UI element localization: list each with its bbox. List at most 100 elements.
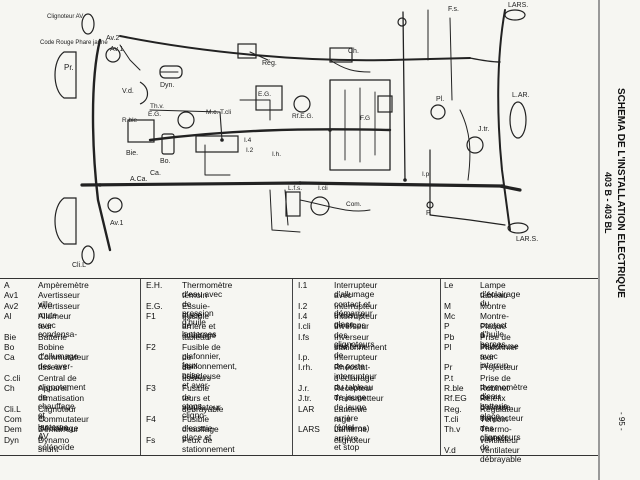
vertical-feed: [402, 11, 406, 181]
legend-description: Fusible de plafonnier, feux: [182, 341, 221, 370]
legend-description: témoin de pression d'huile: [182, 290, 214, 328]
page-number: - 95 -: [617, 412, 626, 431]
legend-description: Lampe d'éclairage du: [480, 280, 521, 308]
label-i4: I.4: [244, 137, 252, 144]
label-tcli: T.cli: [220, 109, 232, 116]
legend-code: V.d: [444, 444, 456, 455]
legend-code: Bo: [4, 341, 15, 352]
legend-code: Rf.EG: [444, 393, 467, 404]
legend-description: teurs et ventilateur: [182, 393, 221, 413]
legend-description: stationnement: [334, 341, 387, 352]
legend-description: Lanterne arrière (éclai-: [334, 403, 368, 432]
legend-description: Inverseur des feux de: [334, 331, 369, 360]
legend-description: teur: [480, 352, 495, 363]
legend-code: Mc: [444, 310, 456, 321]
horn-av1: [107, 197, 123, 213]
legend-code: J.tr.: [298, 393, 312, 404]
left-headlamp-top: [54, 51, 77, 99]
front-indicator-top: [81, 13, 95, 35]
legend-code: I.rh.: [298, 362, 313, 373]
side-title-area: SCHEMA DE L'INSTALLATION ELECTRIQUE 403 …: [600, 0, 640, 480]
central-box: [329, 79, 391, 171]
legend-code: Le: [444, 280, 454, 290]
legend-code: F2: [146, 341, 156, 352]
legend-description: de baladeuse et aver-: [182, 362, 221, 391]
label-clignoteur-top: Clignoteur AV: [47, 14, 84, 20]
label-mc: M.c.: [206, 109, 219, 116]
flasher-switch: [310, 196, 330, 216]
label-headlamp-code: Code Rouge Phare jaune: [40, 40, 108, 46]
legend-code: Dem: [4, 424, 22, 435]
legend-description: Montre-contact d'huile: [480, 310, 509, 339]
page-binding-edge: [598, 0, 600, 480]
legend-description: Batterie: [38, 331, 67, 342]
legend-description: Plafonnier avec interrup-: [480, 341, 518, 370]
lower-branch: [269, 189, 301, 233]
label-clil: Cli.L: [72, 262, 87, 269]
legend-code: Av2: [4, 300, 19, 311]
legend-description: Central de clignotement: [38, 372, 86, 392]
legend-code: I.4: [298, 310, 308, 321]
label-av1-top: Av.1: [110, 46, 124, 53]
lighting-switch: [285, 191, 301, 217]
legend-code: I.2: [298, 300, 308, 311]
legend-description: Inverseur des clignoteurs: [334, 321, 375, 350]
legend-description: Avertisseur route: [38, 300, 80, 320]
legend-description: de stationnement, prise: [182, 352, 237, 381]
legend-description: Prise de baladeuse: [480, 331, 519, 351]
fuel-gauge-sender: [466, 136, 484, 154]
legend-description: Clignoteur et lanterne AV: [38, 403, 77, 441]
legend-description: tisseurs: [182, 372, 211, 383]
legend-description: Démarreur à solénoïde: [38, 424, 79, 453]
label-regulateur: Rég.: [262, 60, 277, 67]
regulator: [237, 43, 257, 59]
legend-code: F3: [146, 383, 156, 393]
legend-description: arrière et éclairage: [182, 321, 216, 341]
legend-description: tisseurs: [38, 362, 67, 373]
label-chauffage: Ch.: [348, 48, 359, 55]
legend-code: Ch: [4, 383, 15, 393]
label-icli: I.cli: [318, 185, 328, 192]
legend-description: Appareil de chauffage et: [38, 383, 75, 420]
legend-description: Projecteur: [480, 362, 519, 373]
legend-description: Interrupteur d'essuie-glace: [334, 300, 378, 329]
legend-divider: [140, 279, 141, 455]
legend-code: Th.v: [444, 424, 461, 435]
label-lfs: L.f.s.: [288, 185, 303, 192]
legend-code: M: [444, 300, 451, 311]
legend-divider: [292, 279, 293, 455]
label-av2: Av.2: [106, 35, 120, 42]
label-eg-small: E.G.: [148, 111, 162, 118]
heater: [329, 47, 353, 63]
label-aca: A.Ca.: [130, 176, 148, 183]
main-harness-lower: [80, 181, 522, 192]
legend-description: Fusible d'essuie-glace et: [182, 413, 216, 442]
label-commutateur: Com.: [346, 201, 362, 208]
legend-code: Av1: [4, 290, 19, 301]
legend-description: clignoteur: [334, 434, 371, 445]
label-ventilateur: V.d.: [122, 88, 134, 95]
legend-description: Avertisseur ville: [38, 290, 80, 310]
label-bobine: Bo.: [160, 158, 171, 165]
legend-description: Commutateur des aver-: [38, 352, 89, 372]
legend-code: F4: [146, 413, 156, 424]
label-lar: L.AR.: [512, 92, 530, 99]
legend-description: teur: [38, 321, 53, 332]
left-harness: [91, 38, 112, 252]
rear-number-lamp: [509, 101, 527, 139]
legend-description: d'éclairage du tableau: [334, 372, 375, 392]
legend-description: Ampèremètre: [38, 280, 89, 290]
legend-description: Interrupteur de stops: [334, 310, 378, 330]
legend-code: R.ble: [444, 383, 464, 393]
legend-description: Feux de stationnement: [182, 434, 235, 454]
legend-code: P.t: [444, 372, 454, 383]
label-plafonnier: Pl.: [436, 96, 445, 103]
label-projecteur: Pr.: [64, 63, 74, 72]
legend-code: P: [444, 321, 450, 332]
legend-code: Pr: [444, 362, 453, 373]
legend-description: Dynamo shunt: [38, 434, 70, 454]
coil: [161, 133, 175, 155]
left-headlamp-bottom: [54, 197, 77, 245]
fan: [139, 81, 149, 105]
